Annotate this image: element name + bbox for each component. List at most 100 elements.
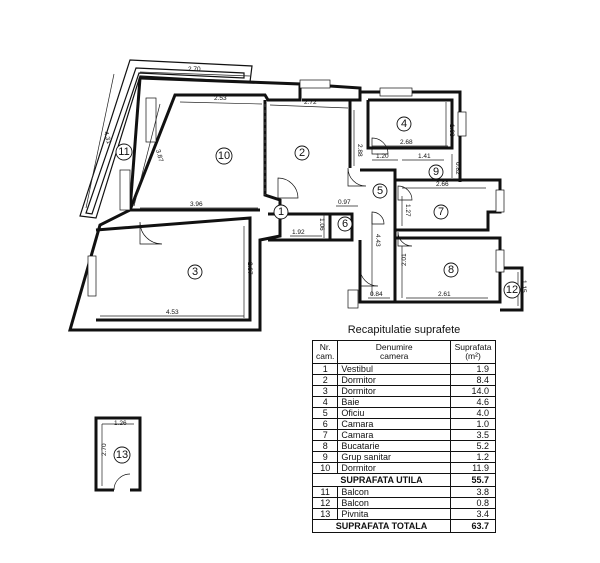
dim-label: 2.53	[214, 95, 227, 102]
cell-name: Bucatarie	[337, 440, 451, 452]
area-table: Nr. cam. Denumire camera Suprafata (m²) …	[311, 340, 496, 533]
cell-nr: 4	[311, 396, 339, 408]
cell-name: Dormitor	[337, 462, 451, 474]
cell-name: Camara	[337, 418, 451, 430]
dim-label: 0.84	[370, 291, 383, 298]
total-value: 63.7	[450, 519, 496, 533]
subtotal-value: 55.7	[450, 473, 496, 487]
dim-label: 2.97	[246, 262, 253, 275]
cell-nr: 13	[311, 508, 339, 520]
cell-area: 1.2	[450, 451, 496, 463]
cell-area: 4.0	[450, 407, 496, 419]
room-label-5: 5	[372, 183, 388, 199]
dim-label: 3.87	[154, 149, 164, 163]
room-label-13: 13	[113, 446, 131, 464]
dim-label: 4.53	[166, 309, 179, 316]
cell-name: Vestibul	[337, 363, 451, 375]
header-nr: Nr. cam.	[311, 340, 339, 364]
cell-name: Camara	[337, 429, 451, 441]
cell-nr: 2	[311, 374, 339, 386]
cell-nr: 3	[311, 385, 339, 397]
svg-text:1: 1	[278, 206, 284, 218]
cell-area: 1.0	[450, 418, 496, 430]
svg-text:3: 3	[192, 266, 198, 278]
svg-text:13: 13	[116, 449, 128, 461]
cell-name: Dormitor	[337, 385, 451, 397]
header-area: Suprafata (m²)	[450, 340, 496, 364]
dim-label: 2.70	[101, 443, 108, 456]
dim-label: 2.70	[188, 66, 201, 73]
cell-nr: 11	[311, 486, 339, 498]
dim-label: 1.15	[520, 280, 527, 293]
dim-label: 4.31	[102, 131, 112, 145]
dim-label: 1.92	[292, 229, 305, 236]
dim-label: 2.68	[400, 139, 413, 146]
cell-nr: 9	[311, 451, 339, 463]
dimension-lines	[85, 71, 519, 318]
cell-area: 11.9	[450, 462, 496, 474]
room-label-3: 3	[187, 264, 203, 280]
room-label-10: 10	[215, 147, 233, 165]
room-label-6: 6	[337, 216, 353, 232]
room-label-11: 11	[115, 143, 133, 161]
outer-walls	[68, 76, 524, 332]
cell-name: Grup sanitar	[337, 451, 451, 463]
cell-nr: 5	[311, 407, 339, 419]
windows	[87, 79, 505, 309]
cell-area: 0.8	[450, 497, 496, 509]
cell-area: 14.0	[450, 385, 496, 397]
cell-name: Pivnita	[337, 508, 451, 520]
cell-area: 3.5	[450, 429, 496, 441]
cell-area: 4.6	[450, 396, 496, 408]
dim-label: 2.66	[436, 181, 449, 188]
cell-name: Oficiu	[337, 407, 451, 419]
cell-nr: 12	[311, 497, 339, 509]
svg-text:11: 11	[118, 146, 129, 158]
cell-nr: 10	[311, 462, 339, 474]
cell-nr: 6	[311, 418, 339, 430]
room-13-cellar	[94, 416, 142, 492]
dim-label: 2.61	[438, 291, 451, 298]
dim-label: 2.72	[304, 99, 317, 106]
dim-label: 1.41	[418, 153, 431, 160]
cell-nr: 7	[311, 429, 339, 441]
svg-text:8: 8	[448, 264, 454, 276]
svg-text:6: 6	[342, 218, 348, 230]
room-label-8: 8	[443, 262, 459, 278]
dim-label: 2.88	[356, 144, 363, 157]
dim-label: 1.06	[318, 218, 325, 231]
total-row: SUPRAFATA TOTALA 63.7	[312, 519, 496, 533]
dimension-labels: 2.70 2.53 2.72 2.68 1.68 1.20 1.41 0.82 …	[101, 66, 527, 456]
summary-title: Recapitulatie suprafete	[347, 324, 461, 336]
header-name: Denumire camera	[337, 340, 451, 364]
svg-text:9: 9	[433, 166, 439, 178]
cell-area: 1.9	[450, 363, 496, 375]
room-label-1: 1	[273, 204, 289, 220]
room-label-4: 4	[396, 116, 412, 132]
svg-text:7: 7	[438, 206, 444, 218]
dim-label: 4.43	[374, 234, 381, 247]
cell-nr: 1	[311, 363, 339, 375]
dim-label: 1.20	[376, 153, 389, 160]
dim-label: 1.27	[404, 204, 411, 217]
subtotal-row: SUPRAFATA UTILA 55.7	[312, 473, 496, 487]
subtotal-label: SUPRAFATA UTILA	[312, 473, 451, 487]
area-summary: Recapitulatie suprafete Nr. cam. Denumir…	[311, 324, 496, 533]
cell-area: 3.4	[450, 508, 496, 520]
room-labels: 1 2 3 4 5 6 7 8 9 10 11 12 13	[113, 116, 521, 464]
svg-text:12: 12	[506, 284, 518, 296]
cell-nr: 8	[311, 440, 339, 452]
